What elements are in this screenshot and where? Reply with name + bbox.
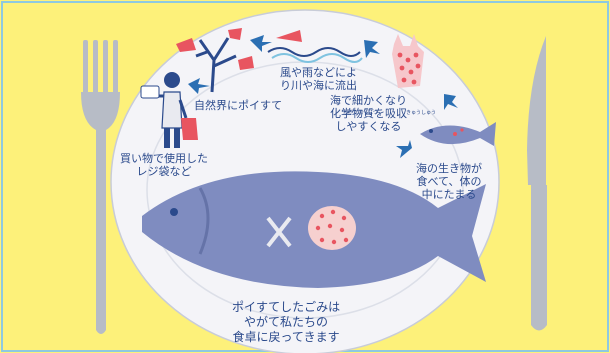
label-plastic-bag: 買い物で使用した レジ袋など xyxy=(120,152,208,178)
arrow-4 xyxy=(444,94,458,110)
person-icon xyxy=(140,72,198,148)
litter-bags xyxy=(176,28,254,70)
label-line: 海で細かくなり xyxy=(330,94,407,107)
large-fish-icon xyxy=(142,171,486,288)
fork-icon xyxy=(81,40,120,334)
flow-arrows xyxy=(188,35,458,158)
knife-icon xyxy=(527,36,547,331)
tree-icon xyxy=(195,37,237,93)
label-line: 自然界にポイすて xyxy=(194,99,283,112)
label-fish-eat: 海の生き物が 食べて、体の 中にたまる xyxy=(416,162,482,201)
fragmented-bag-icon xyxy=(392,34,424,88)
label-line: 海の生き物が xyxy=(416,162,482,175)
waves-icon xyxy=(267,30,363,63)
label-sea: 海で細かくなり 化学物質を吸収 しやすくなる xyxy=(330,94,407,133)
label-line: レジ袋など xyxy=(136,165,192,178)
label-line: やがて私たちの xyxy=(244,315,329,329)
label-line: しやすくなる xyxy=(335,120,402,133)
label-line: り川や海に流出 xyxy=(280,79,357,92)
label-line: 中にたまる xyxy=(421,188,477,201)
label-line: 化学物質を吸収 xyxy=(330,107,407,120)
ruby-absorb: きゅうしゅう xyxy=(406,110,437,116)
label-nature: 自然界にポイすて xyxy=(194,99,282,112)
label-final: ポイすてしたごみは やがて私たちの 食卓に戻ってきます xyxy=(232,300,340,345)
arrow-5 xyxy=(396,140,412,158)
label-line: 風や雨などによ xyxy=(280,66,357,79)
microplastic-dots xyxy=(315,209,349,245)
small-fish-icon xyxy=(420,122,496,146)
label-line: 食べて、体の xyxy=(416,175,482,188)
label-rain: 風や雨などによ り川や海に流出 xyxy=(280,66,357,92)
label-line: ポイすてしたごみは xyxy=(232,300,341,314)
label-line: 買い物で使用した xyxy=(120,152,208,165)
arrow-1 xyxy=(188,78,210,94)
arrow-3 xyxy=(364,40,380,58)
arrow-2 xyxy=(250,35,272,52)
ruby-chemical: かがくぶっしつ xyxy=(343,110,378,116)
label-line: 食卓に戻ってきます xyxy=(232,330,340,344)
